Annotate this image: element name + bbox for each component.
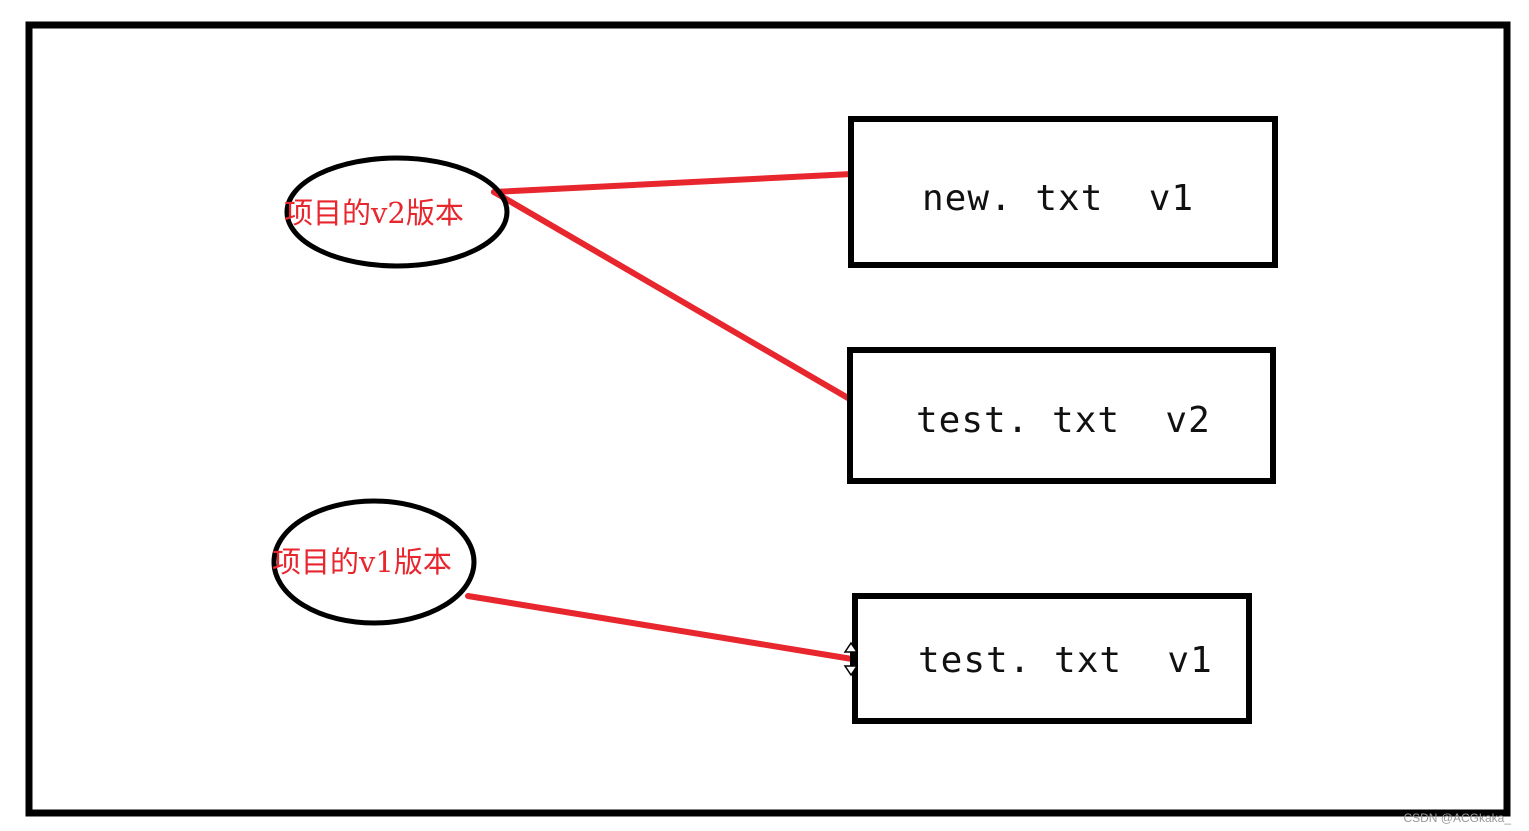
file-box-test-v2-rect <box>847 347 1276 484</box>
version-node-v1: 项目的v1版本 <box>271 498 477 626</box>
link-v2-to-test-v2 <box>491 189 851 401</box>
version-node-v2: 项目的v2版本 <box>284 155 510 269</box>
file-box-test-v1-rect <box>852 593 1252 724</box>
version-node-v1-label: 项目的v1版本 <box>272 545 452 579</box>
file-box-new-v1-rect <box>848 116 1278 268</box>
link-v1-to-test-v1 <box>465 593 855 662</box>
version-node-v1-ellipse <box>271 498 477 626</box>
file-box-new-v1: new. txt v1 <box>848 116 1278 268</box>
watermark: CSDN @ACGkaka_ <box>1403 811 1511 825</box>
file-box-test-v2: test. txt v2 <box>847 347 1276 484</box>
file-box-test-v1: test. txt v1 <box>852 593 1252 724</box>
resize-cursor-icon <box>843 641 859 677</box>
file-box-test-v2-label: test. txt v2 <box>916 400 1211 441</box>
link-v2-to-new-v1 <box>491 171 855 195</box>
outer-frame <box>25 21 1511 817</box>
version-node-v2-label: 项目的v2版本 <box>284 196 464 230</box>
file-box-new-v1-label: new. txt v1 <box>922 178 1194 219</box>
version-node-v2-ellipse <box>284 155 510 269</box>
file-box-test-v1-label: test. txt v1 <box>918 640 1213 681</box>
